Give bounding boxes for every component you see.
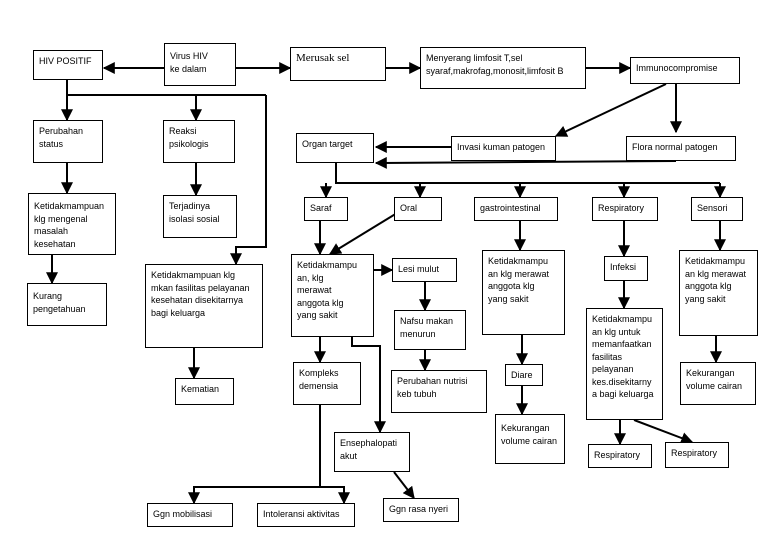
node-respiratory-bl: Respiratory (588, 444, 652, 468)
node-immunocompromise: Immunocompromise (630, 57, 740, 84)
edge-ketidak-to-enseph (351, 337, 386, 434)
node-ggn-rasa-nyeri: Ggn rasa nyeri (383, 498, 459, 522)
edge-organ-bar (335, 163, 720, 184)
edge-flora-to-organ (374, 156, 677, 169)
node-intoleransi: Intoleransi aktivitas (257, 503, 355, 527)
node-gastrointestinal: gastrointestinal (474, 197, 558, 221)
node-sensori: Sensori (691, 197, 743, 221)
node-kurang-pengetahuan: Kurang pengetahuan (27, 283, 107, 326)
node-virus-hiv: Virus HIV ke dalam (164, 43, 236, 86)
node-perubahan-nutrisi: Perubahan nutrisi keb tubuh (391, 370, 487, 413)
edge-to-fasilitas (230, 95, 267, 266)
node-diare: Diare (505, 364, 543, 386)
node-kematian: Kematian (175, 378, 234, 405)
edge-immuno-to-invasi (554, 83, 667, 137)
node-hiv-positif: HIV POSITIF (33, 50, 103, 80)
node-kompleks-demensia: Kompleks demensia (293, 362, 361, 405)
node-infeksi: Infeksi (604, 256, 648, 281)
node-ketidakmampuan-fasilitas: Ketidakmampuan klg mkan fasilitas pelaya… (145, 264, 263, 348)
node-lesi-mulut: Lesi mulut (392, 258, 457, 282)
edge-to-intoleransi (320, 486, 350, 505)
node-ketidakmampuan-resp: Ketidakmampu an klg untuk memanfaatkan f… (586, 308, 663, 420)
node-menyerang: Menyerang limfosit T,sel syaraf,makrofag… (420, 47, 586, 89)
node-kekurangan-sensori: Kekurangan volume cairan (680, 362, 756, 405)
node-ketidakmampuan-gastro: Ketidakmampu an klg merawat anggota klg … (482, 250, 565, 335)
node-perubahan-status: Perubahan status (33, 120, 103, 163)
node-respiratory-br: Respiratory (665, 442, 729, 468)
edge-ketidak-to-resp-right (633, 419, 694, 444)
edge-enseph-to-nyeri (393, 471, 415, 499)
node-reaksi-psikologis: Reaksi psikologis (163, 120, 235, 163)
edge-kompleks-bar (188, 405, 321, 505)
node-merusak-sel: Merusak sel (290, 47, 386, 81)
node-ketidakmampuan-mengenal: Ketidakmampuan klg mengenal masalah kese… (28, 193, 116, 255)
node-ketidakmampuan-saraf: Ketidakmampu an, klg merawat anggota klg… (291, 254, 374, 337)
node-kekurangan-gastro: Kekurangan volume cairan (495, 414, 565, 464)
node-saraf: Saraf (304, 197, 348, 221)
node-terjadinya-isolasi: Terjadinya isolasi sosial (163, 195, 237, 238)
node-invasi-kuman: Invasi kuman patogen (451, 136, 556, 161)
node-oral: Oral (394, 197, 442, 221)
node-respiratory-top: Respiratory (592, 197, 658, 221)
node-organ-target: Organ target (296, 133, 374, 163)
node-ketidakmampuan-sensori: Ketidakmampu an klg merawat anggota klg … (679, 250, 758, 336)
edge-oral-to-ketidak (328, 209, 403, 255)
node-nafsu-makan: Nafsu makan menurun (394, 310, 466, 350)
node-flora-normal: Flora normal patogen (626, 136, 736, 161)
node-ensephalopati: Ensephalopati akut (334, 432, 410, 472)
node-ggn-mobilisasi: Ggn mobilisasi (147, 503, 233, 527)
